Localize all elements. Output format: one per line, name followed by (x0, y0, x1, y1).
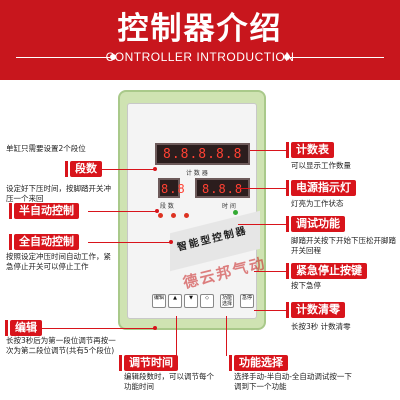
segment-caption: 段 数 (160, 203, 174, 210)
tag-edit: 编辑 (5, 320, 42, 336)
tag-debug: 调试功能 (286, 216, 345, 232)
segment-display: 8.8 (158, 178, 185, 198)
callout-dot-edit (153, 326, 157, 330)
tag-emergency-stop: 紧急停止按键 (286, 263, 367, 279)
tag-power-led: 电源指示灯 (286, 180, 356, 196)
note-power-led: 灯亮为工作状态 (291, 199, 344, 208)
tag-function-select: 功能选择 (229, 355, 288, 371)
time-digits: 8.8.8 (202, 182, 244, 196)
edit-button[interactable]: 编辑 (152, 294, 166, 308)
callout-line-counter (250, 150, 288, 151)
status-led-1 (158, 213, 163, 218)
up-arrow-icon: ▲ (173, 295, 177, 301)
emergency-stop-button[interactable]: 急停 (240, 294, 254, 308)
page-subtitle: CONTROLLER INTRODUCTION (105, 50, 295, 64)
note-counter: 可以显示工作数量 (291, 161, 351, 170)
segment-digits: 8.8 (161, 182, 186, 196)
tag-adjust-time: 调节时间 (119, 355, 178, 371)
callout-dot-semi-auto (155, 209, 159, 213)
note-edit: 长按3秒后为第一段位调节再按一次为第二段位调节(共有5个段位) (6, 336, 116, 355)
adjust-button[interactable]: ◇ (200, 294, 214, 308)
note-function-select: 选择手动-半自动-全自动调试按一下调到下一个功能 (234, 372, 352, 391)
adjust-icon: ◇ (205, 295, 209, 301)
callout-line-reset (254, 310, 288, 311)
note-debug: 脚踏开关按下开始下压松开脚踏开关回程 (291, 236, 396, 255)
counter-caption: 计 数 器 (186, 170, 208, 177)
callout-line-semi-auto (88, 211, 156, 212)
down-arrow-icon: ▼ (189, 295, 193, 301)
callout-dot-segment (153, 167, 157, 171)
status-led-3 (184, 213, 189, 218)
page-title: 控制器介绍 (117, 11, 283, 47)
up-button[interactable]: ▲ (168, 294, 182, 308)
callout-line-segment (100, 169, 155, 170)
counter-display: 8.8.8.8.8 (155, 143, 250, 165)
note-single-cylinder: 单缸只需要设置2个段位 (6, 144, 86, 153)
header-divider-left (16, 57, 110, 58)
callout-line-power (238, 188, 288, 189)
header-dot-left (110, 54, 116, 60)
header-dot-right (284, 54, 290, 60)
note-semi-auto-pre: 设定好下压时间，按脚踏开关冲压一个来回 (6, 184, 111, 203)
header-banner: 控制器介绍 CONTROLLER INTRODUCTION (0, 0, 400, 80)
function-select-button[interactable]: 功能选择 (220, 294, 234, 308)
callout-dot-full-auto (169, 240, 173, 244)
tag-segment-count: 段数 (65, 161, 102, 177)
note-count-reset: 长按3秒 计数清零 (291, 322, 351, 331)
status-led-2 (171, 213, 176, 218)
callout-line-full-auto (88, 242, 170, 243)
header-divider-right (290, 57, 384, 58)
tag-full-auto: 全自动控制 (9, 234, 79, 250)
tag-counter: 计数表 (286, 142, 334, 158)
time-caption: 时 间 (222, 203, 236, 210)
down-button[interactable]: ▼ (184, 294, 198, 308)
callout-line-debug (238, 224, 288, 225)
callout-line-adjust (176, 316, 177, 356)
tag-semi-auto: 半自动控制 (9, 203, 79, 219)
callout-line-function (226, 316, 227, 356)
tag-count-reset: 计数清零 (286, 302, 345, 318)
counter-digits: 8.8.8.8.8 (163, 147, 243, 162)
note-adjust-time: 编辑段数时，可以调节每个功能时间 (124, 372, 214, 391)
power-led (233, 210, 238, 215)
callout-line-edit (42, 328, 154, 329)
note-emergency-stop: 按下急停 (291, 281, 321, 290)
callout-line-estop (254, 271, 288, 272)
note-full-auto: 按照设定冲压时间自动工作，紧急停止开关可以停止工作 (6, 252, 111, 271)
